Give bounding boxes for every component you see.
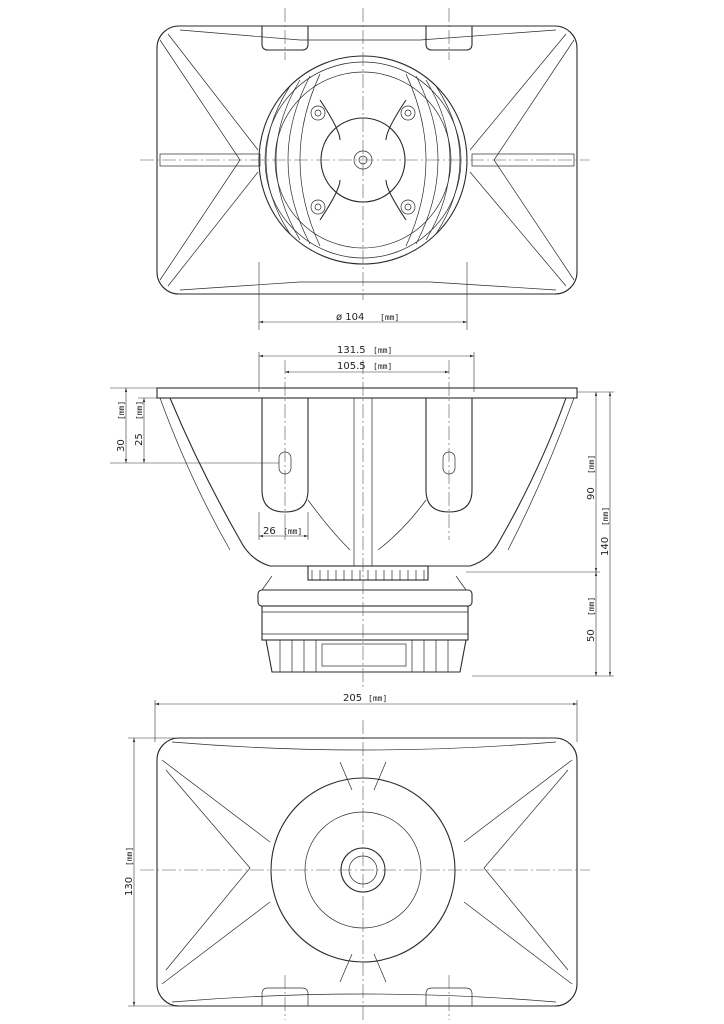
dim-total-height-unit: [mm]: [601, 507, 610, 526]
driver-connector: [321, 643, 407, 667]
mount-ear-top-left: [261, 26, 309, 51]
driver-clips: [261, 575, 467, 591]
dim-diameter-value: ø 104: [336, 312, 364, 323]
dim-driver-height-value: 50: [586, 629, 597, 642]
mouth-outline: [156, 737, 578, 1007]
dim-width-inner-unit: [mm]: [373, 362, 392, 371]
mouth-lips: [171, 741, 557, 1003]
screw-holes: [310, 105, 416, 215]
driver-magnet: [261, 605, 469, 641]
dim-horn-height-unit: [mm]: [587, 455, 596, 474]
driver-heatsink-body: [265, 639, 467, 673]
front-view: 205 [mm] 130 [mm]: [124, 693, 590, 1020]
dim-front-height-value: 130: [124, 877, 135, 896]
mouth-vertical-ribs: [339, 761, 387, 983]
dim-front-height-unit: [mm]: [125, 847, 134, 866]
neck-fins: [311, 570, 425, 580]
top-view: ø 104 [mm]: [140, 8, 590, 330]
dim-depth-30-value: 30: [116, 439, 127, 452]
front-mount-ears: [261, 987, 473, 1006]
side-flange: [156, 387, 578, 399]
horn-body-inner-curves: [159, 397, 575, 551]
dim-width-outer-unit: [mm]: [373, 346, 392, 355]
dim-depth-25-value: 25: [134, 433, 145, 446]
side-view: 131.5 [mm] 105.5 [mm] 26 [mm] 30 [mm] 25…: [110, 345, 614, 690]
driver-top-plate: [257, 589, 473, 607]
dim-horn-height-value: 90: [586, 487, 597, 500]
mouth-diagonals: [161, 759, 573, 985]
side-mount-tab-right: [425, 398, 473, 513]
dim-driver-height-unit: [mm]: [587, 597, 596, 616]
dim-depth-25-unit: [mm]: [135, 401, 144, 420]
dim-slot-width-unit: [mm]: [283, 527, 302, 536]
horn-upper-lower-walls: [179, 29, 557, 291]
side-mount-tab-left: [261, 398, 309, 513]
dim-diameter-unit: [mm]: [380, 313, 399, 322]
dim-width-inner-value: 105.5: [337, 361, 366, 372]
center-rib: [353, 398, 373, 566]
rib-gussets: [307, 499, 427, 551]
dim-depth-30-unit: [mm]: [117, 401, 126, 420]
mount-ear-top-right: [425, 26, 473, 51]
dim-front-width-unit: [mm]: [368, 694, 387, 703]
driver-arms: [319, 99, 407, 221]
heatsink-fins: [279, 640, 449, 672]
mouth-side-walls: [165, 769, 569, 971]
horn-diagonals: [167, 33, 567, 287]
dim-width-outer-value: 131.5: [337, 345, 366, 356]
dim-total-height-value: 140: [600, 537, 611, 556]
dim-slot-width-value: 26: [263, 526, 276, 537]
horn-body-outline: [169, 397, 567, 567]
dim-front-width-value: 205: [343, 693, 362, 704]
